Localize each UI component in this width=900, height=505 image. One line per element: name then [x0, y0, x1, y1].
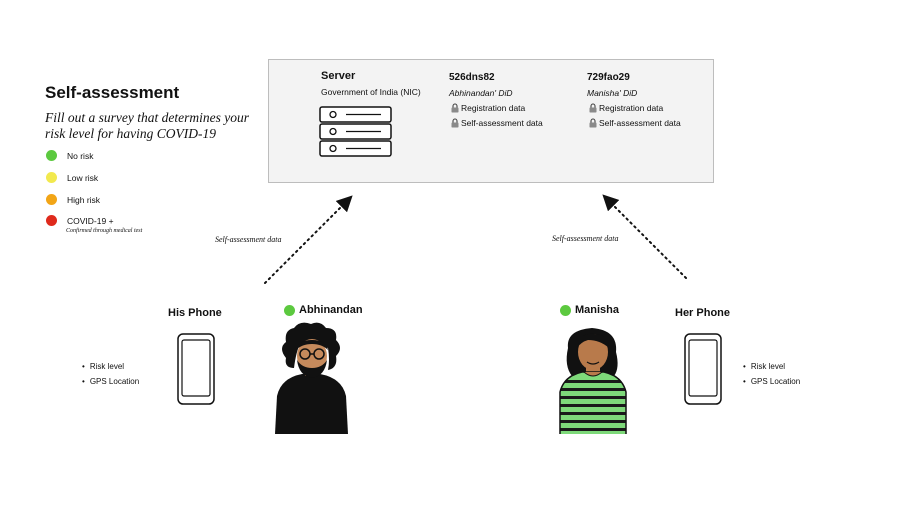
legend-item-low-risk: Low risk: [46, 172, 98, 183]
smartphone-icon: [684, 333, 722, 405]
phone-data-list: Risk level GPS Location: [743, 359, 800, 389]
page-title: Self-assessment: [45, 83, 180, 102]
status-dot: [46, 194, 57, 205]
person-name-manisha: Manisha: [560, 304, 619, 316]
page-subtitle: Fill out a survey that determines your r…: [45, 110, 249, 141]
avatar-manisha: [559, 328, 627, 434]
legend-item-covid-positive: COVID-19 +: [46, 215, 114, 226]
person-name-abhinandan: Abhinandan: [284, 304, 363, 316]
server-subtitle: Government of India (NIC): [321, 87, 421, 97]
legend-label: Low risk: [67, 172, 99, 183]
record-did: Abhinandan' DiD: [449, 88, 513, 98]
server-title: Server: [321, 70, 356, 82]
status-dot: [284, 304, 295, 316]
lock-icon: [589, 103, 597, 113]
list-item: GPS Location: [743, 374, 800, 389]
server-rack-icon: [319, 106, 392, 157]
status-dot: [46, 172, 57, 183]
status-dot: [46, 215, 57, 226]
phone-data-list: Risk level GPS Location: [82, 359, 139, 389]
record-item: Self-assessment data: [589, 118, 681, 128]
phone-label-his: His Phone: [168, 307, 222, 319]
legend-label: High risk: [67, 194, 101, 205]
avatar-abhinandan: [275, 322, 348, 434]
lock-icon: [451, 118, 459, 128]
list-item: GPS Location: [82, 374, 139, 389]
legend-note: Confirmed through medical test: [66, 228, 143, 234]
status-dot: [560, 304, 571, 316]
record-id: 729fao29: [587, 72, 630, 83]
record-item: Registration data: [589, 103, 663, 113]
lock-icon: [451, 103, 459, 113]
server-panel: Server Government of India (NIC) 526dns8…: [268, 59, 714, 183]
flow-label-left: Self-assessment data: [215, 235, 282, 244]
legend-label: COVID-19 +: [67, 215, 114, 226]
lock-icon: [589, 118, 597, 128]
legend-label: No risk: [67, 150, 94, 161]
flow-arrow-right: [602, 194, 687, 279]
legend-item-high-risk: High risk: [46, 194, 100, 205]
record-did: Manisha' DiD: [587, 88, 638, 98]
smartphone-icon: [177, 333, 215, 405]
flow-label-right: Self-assessment data: [552, 234, 619, 243]
status-dot: [46, 150, 57, 161]
phone-label-her: Her Phone: [675, 307, 731, 319]
legend-item-no-risk: No risk: [46, 150, 93, 161]
record-item: Self-assessment data: [451, 118, 543, 128]
record-item: Registration data: [451, 103, 525, 113]
record-id: 526dns82: [449, 72, 495, 83]
list-item: Risk level: [82, 359, 139, 374]
list-item: Risk level: [743, 359, 800, 374]
